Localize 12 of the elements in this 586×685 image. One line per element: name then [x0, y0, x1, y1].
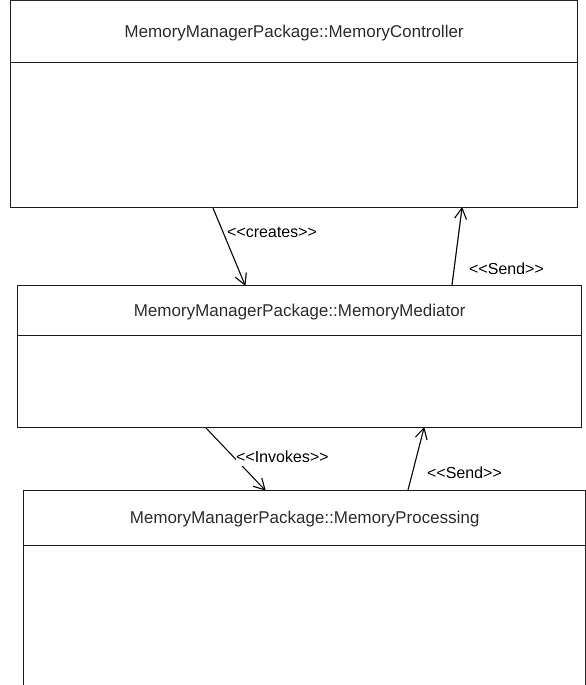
class-name: MemoryManagerPackage::MemoryController [124, 20, 464, 43]
class-box [10, 0, 578, 208]
class-name: MemoryManagerPackage::MemoryProcessing [130, 507, 480, 530]
dependency-arrow [206, 428, 266, 491]
class-name: MemoryManagerPackage::MemoryMediator [134, 300, 466, 322]
class-box [17, 285, 582, 428]
class-box [23, 490, 586, 685]
dependency-arrow [451, 207, 468, 286]
dependency-arrow [212, 208, 247, 286]
edge-label: <<Invokes>> [236, 450, 329, 466]
edge-label: <<creates>> [227, 225, 317, 241]
dependency-arrow [407, 427, 428, 490]
